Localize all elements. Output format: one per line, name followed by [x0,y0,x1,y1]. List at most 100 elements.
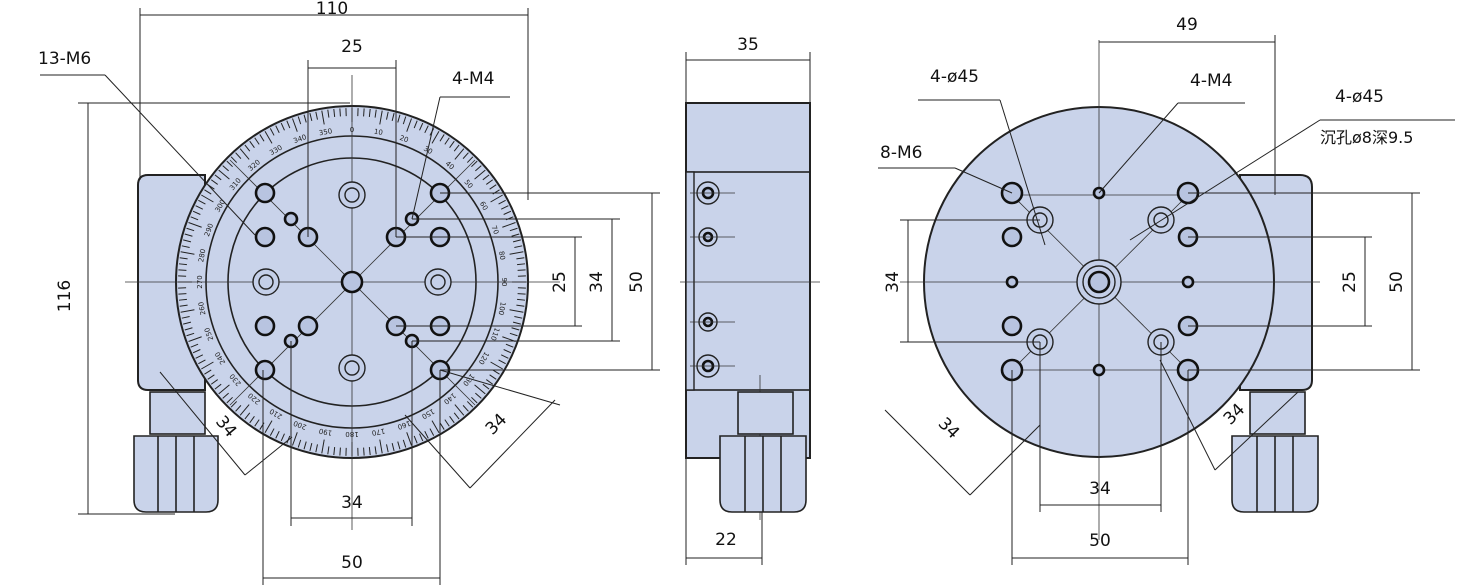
dial-tick [453,144,460,152]
dial-number: 20 [398,134,409,145]
dial-tick [386,111,389,120]
dial-tick [204,369,212,375]
dial-tick [454,404,465,416]
dial-tick [309,113,313,122]
dial-tick [474,384,486,395]
dial-tick [195,354,204,359]
dial-tick [391,442,395,451]
dial-tick [511,233,520,237]
front-height-dim: 116 [55,280,75,312]
dial-tick [462,152,469,159]
dial-tick [517,263,526,266]
back-cbore-note: 沉孔ø8深9.5 [1320,128,1413,147]
dial-tick [264,420,273,433]
dial-tick [406,432,412,446]
dial-tick [292,432,298,446]
front-right-pitch-mid: 34 [587,271,607,293]
dial-tick [195,205,204,210]
dial-tick [201,194,214,203]
dial-tick [184,327,193,331]
dial-tick [482,174,490,181]
dial-tick [269,128,275,136]
dial-number: 80 [497,251,506,261]
back-cbore-left-label: 4-ø45 [930,67,979,87]
back-m4-holes [1005,186,1195,377]
dial-tick [333,447,336,456]
dial-tick [198,199,206,205]
dial-tick [444,419,450,427]
front-m4-label: 4-M4 [452,69,494,89]
dial-tick [363,108,365,117]
dial-tick [297,439,302,448]
dial-tick [509,309,524,313]
front-width-dim: 110 [316,0,348,19]
dial-tick [264,131,273,144]
dial-number: 70 [490,224,501,235]
dial-tick [244,412,251,420]
dial-tick [188,336,202,342]
dial-tick [222,165,229,172]
dial-tick [178,298,187,301]
back-right-pitch-outer: 50 [1387,271,1407,293]
dial-tick [190,343,199,348]
back-cbore-right-label: 4-ø45 [1335,87,1384,107]
dial-tick [406,118,412,132]
dial-tick [475,165,482,172]
dial-number: 100 [497,301,507,316]
dial-tick [327,446,330,455]
dial-tick [192,349,201,354]
dial-tick [259,134,265,142]
dial-number: 280 [197,248,207,263]
dial-tick [235,152,242,159]
dial-tick [431,131,440,144]
back-view: 49 4-ø45 4-M4 4-ø45 沉孔ø8深9.5 8-M6 34 25 … [878,15,1455,565]
dial-number: 350 [318,127,333,137]
dial-tick [226,160,233,168]
dial-tick [466,401,474,408]
dial-tick [429,428,435,436]
dial-tick [516,257,525,260]
dial-tick [222,392,229,399]
dial-tick [204,189,212,195]
dial-tick [391,113,395,122]
dial-tick [303,114,307,123]
dial-tick [486,379,494,385]
front-bottom-outer: 50 [341,553,363,573]
dial-tick [275,430,280,439]
back-right-pitch-inner: 25 [1340,271,1360,293]
dial-tick [333,108,336,117]
back-adjust-knob [1231,391,1319,513]
dial-tick [315,111,318,120]
dial-tick [214,383,222,390]
dial-tick [517,269,526,271]
dial-tick [269,428,275,436]
dial-tick [379,110,383,125]
dial-tick [374,446,377,455]
dial-tick [498,199,506,205]
dial-tick [509,332,518,337]
dial-tick [474,169,486,180]
front-bottom-inner: 34 [341,493,363,513]
dial-tick [178,293,187,295]
dial-tick [214,174,222,181]
dial-tick [368,447,371,456]
back-diag-left: 34 [934,414,963,443]
dial-tick [511,327,520,331]
dial-tick [514,245,523,248]
dial-tick [444,137,450,145]
dial-tick [188,222,202,228]
back-bottom-inner: 34 [1089,479,1111,499]
dial-number: 10 [373,128,383,137]
dial-tick [339,108,341,117]
dial-tick [413,120,418,129]
dial-tick [183,321,192,325]
dial-tick [439,134,445,142]
side-view: 35 22 [680,35,820,565]
dial-tick [386,444,389,453]
dial-tick [179,257,188,260]
dial-tick [249,140,255,148]
dial-tick [280,433,285,442]
dial-number: 170 [371,427,386,437]
dial-tick [207,374,215,380]
dial-tick [505,343,514,348]
